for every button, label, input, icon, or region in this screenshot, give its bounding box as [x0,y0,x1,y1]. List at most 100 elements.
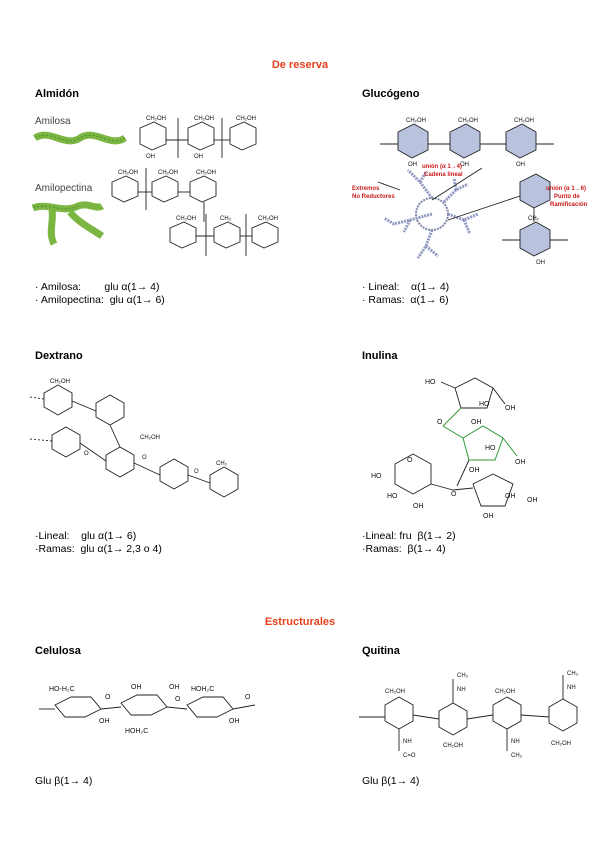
svg-text:CH₂OH: CH₂OH [158,170,178,176]
svg-text:CH₂OH: CH₂OH [176,216,196,222]
svg-text:CH₂OH: CH₂OH [406,118,426,124]
svg-text:HO-H₂C: HO-H₂C [49,686,75,693]
svg-text:OH: OH [516,162,525,168]
svg-text:CH₂OH: CH₂OH [551,741,571,747]
svg-text:OH: OH [169,684,180,691]
svg-text:HO: HO [479,401,490,408]
glucogeno-particle [383,168,479,259]
svg-text:CH₂OH: CH₂OH [146,116,166,122]
svg-text:O: O [451,491,457,498]
almidon-line-amilosa: · Amilosa: glu α(1→ 4) [35,281,160,293]
svg-text:OH: OH [146,154,155,160]
svg-text:HO: HO [425,379,436,386]
svg-text:CH₂OH: CH₂OH [495,689,515,695]
section-title-reserva: De reserva [271,59,329,71]
glucogeno-ann-extremos-1: Extremos [352,186,380,192]
svg-text:HO: HO [371,473,382,480]
svg-text:O: O [194,469,199,475]
almidon-title: Almidón [35,88,79,100]
svg-text:CH₃: CH₃ [511,753,523,759]
svg-text:CH₂OH: CH₂OH [194,116,214,122]
amilosa-helix [33,131,127,145]
svg-text:OH: OH [460,162,469,168]
dextrano-title: Dextrano [35,350,83,362]
inulina-title: Inulina [362,350,398,362]
amilosa-label: Amilosa [35,116,71,127]
svg-text:CH₂OH: CH₂OH [385,689,405,695]
almidon-diagram: CH₂OH CH₂OH CH₂OH OH OH CH₂OH CH₂OH CH₂O… [31,116,279,256]
svg-text:O: O [437,419,443,426]
celulosa-line: Glu β(1→ 4) [35,775,93,787]
svg-text:OH: OH [505,493,516,500]
svg-text:O: O [142,455,147,461]
svg-text:NH: NH [403,739,412,745]
svg-text:CH₃: CH₃ [457,673,469,679]
svg-text:NH: NH [457,687,466,693]
celulosa-title: Celulosa [35,645,81,657]
svg-text:OH: OH [413,503,424,510]
svg-text:O: O [105,694,111,701]
svg-text:CH₃: CH₃ [567,671,579,677]
svg-text:O: O [175,696,181,703]
svg-text:CH₂OH: CH₂OH [50,379,70,385]
svg-text:O: O [84,451,89,457]
glucogeno-ann-ramif-1: unión (α 1→6) [546,186,586,192]
dextrano-line-ramas: ·Ramas: glu α(1→ 2,3 o 4) [35,543,162,555]
svg-text:NH: NH [567,685,576,691]
inulina-diagram: HO HO OH OH O HO OH OH HO HO OH O O OH O… [371,377,538,520]
glucogeno-line-ramas: · Ramas: α(1→ 6) [362,294,449,306]
amilosa-rings: CH₂OH CH₂OH CH₂OH OH OH [139,116,257,160]
svg-text:CH₂: CH₂ [216,461,228,467]
svg-text:NH: NH [511,739,520,745]
quitina-title: Quitina [362,645,400,657]
svg-text:CH₂OH: CH₂OH [514,118,534,124]
svg-text:CH₂OH: CH₂OH [118,170,138,176]
svg-text:OH: OH [527,497,538,504]
glucogeno-ann-ramif-2: Punto de [554,194,580,200]
glucogeno-diagram: CH₂OH CH₂OH CH₂OH OH OH OH CH₂ OH unión … [352,118,588,266]
svg-text:OH: OH [131,684,142,691]
glucogeno-ann-ramif-3: Ramificación [550,202,588,208]
svg-text:CH₂OH: CH₂OH [196,170,216,176]
svg-text:OH: OH [471,419,482,426]
glucogeno-line-lineal: · Lineal: α(1→ 4) [362,281,450,293]
svg-text:OH: OH [194,154,203,160]
svg-text:HO: HO [485,445,496,452]
svg-text:CH₂OH: CH₂OH [458,118,478,124]
svg-text:O: O [245,694,251,701]
inulina-line-ramas: ·Ramas: β(1→ 4) [362,543,446,555]
glucogeno-ann-extremos-2: No Reductores [352,194,395,200]
svg-text:HOH₂C: HOH₂C [125,728,148,735]
glucogeno-ann-cadena-2: Cadena lineal [424,172,463,178]
svg-text:O: O [407,457,413,464]
svg-text:CH₂OH: CH₂OH [443,743,463,749]
svg-text:C=O: C=O [403,753,416,759]
svg-text:CH₂OH: CH₂OH [236,116,256,122]
svg-text:CH₂: CH₂ [528,216,540,222]
glucogeno-branch: CH₂ OH [502,173,568,266]
inulina-line-lineal: ·Lineal: fru β(1→ 2) [362,530,456,542]
svg-text:HOH₂C: HOH₂C [191,686,214,693]
svg-text:OH: OH [483,513,494,520]
almidon-line-amilopectina: · Amilopectina: glu α(1→ 6) [35,294,165,306]
amilopectina-label: Amilopectina [35,183,93,194]
quitina-line: Glu β(1→ 4) [362,775,420,787]
svg-text:CH₂OH: CH₂OH [258,216,278,222]
svg-text:HO: HO [387,493,398,500]
amilopectina-branches [31,201,104,246]
svg-text:CH₂OH: CH₂OH [140,435,160,441]
svg-text:OH: OH [505,405,516,412]
svg-text:CH₂: CH₂ [220,216,232,222]
svg-text:OH: OH [536,260,545,266]
svg-text:OH: OH [408,162,417,168]
glucogeno-chain: CH₂OH CH₂OH CH₂OH OH OH OH [380,118,554,168]
amilopectina-rings: CH₂OH CH₂OH CH₂OH CH₂OH CH₂ CH₂OH [111,168,279,256]
svg-text:OH: OH [469,467,480,474]
section-title-estructurales: Estructurales [264,616,336,628]
celulosa-diagram: HO-H₂C OH OH HOH₂C OH HOH₂C OH O O O [39,684,256,735]
dextrano-line-lineal: ·Lineal: glu α(1→ 6) [35,530,137,542]
quitina-diagram: CH₂OH NH CH₃ CH₂OH NH CH₃ NH C=O CH₂OH N… [359,671,579,759]
svg-text:OH: OH [99,718,110,725]
glucogeno-ann-cadena-1: unión (α 1→4) [422,164,462,170]
glucogeno-title: Glucógeno [362,88,420,100]
